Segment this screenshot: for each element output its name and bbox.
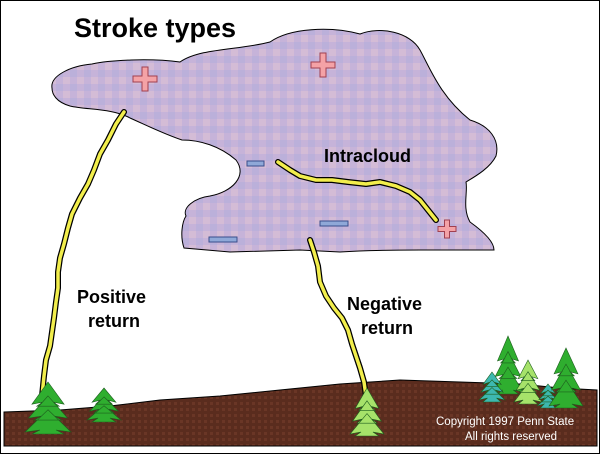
tree-icon [513,359,543,405]
label-intracloud: Intracloud [324,146,411,166]
copyright-line2: All rights reserved [465,431,557,443]
lightning-positive-return [39,109,127,399]
lightning-negative-return [307,237,369,399]
tree-icon [548,347,584,409]
label-negative-return-line2: return [361,318,413,338]
lightning-intracloud [275,159,439,223]
negative-charge-icon [246,160,265,167]
copyright-line1: Copyright 1997 Penn State [436,416,574,428]
tree-icon [349,387,385,437]
label-positive-return-line2: return [88,311,140,331]
tree-icon [24,381,72,435]
negative-charge-icon [208,236,238,243]
tree-foliage [24,381,72,435]
negative-charge-icon [319,220,349,227]
positive-charge-icon [310,52,336,78]
ground [3,379,598,447]
tree-foliage [548,347,584,409]
trees [24,335,584,437]
tree-foliage [477,371,507,403]
label-negative-return-line1: Negative [347,294,422,314]
positive-charge-icon [132,66,158,92]
tree-foliage [85,387,123,423]
tree-foliage [349,387,385,437]
positive-charge-icon [437,219,457,239]
thundercloud [51,28,498,253]
tree-icon [85,387,123,423]
tree-icon [477,371,507,403]
tree-foliage [513,359,543,405]
diagram-title: Stroke types [74,13,236,43]
label-positive-return-line1: Positive [77,287,146,307]
